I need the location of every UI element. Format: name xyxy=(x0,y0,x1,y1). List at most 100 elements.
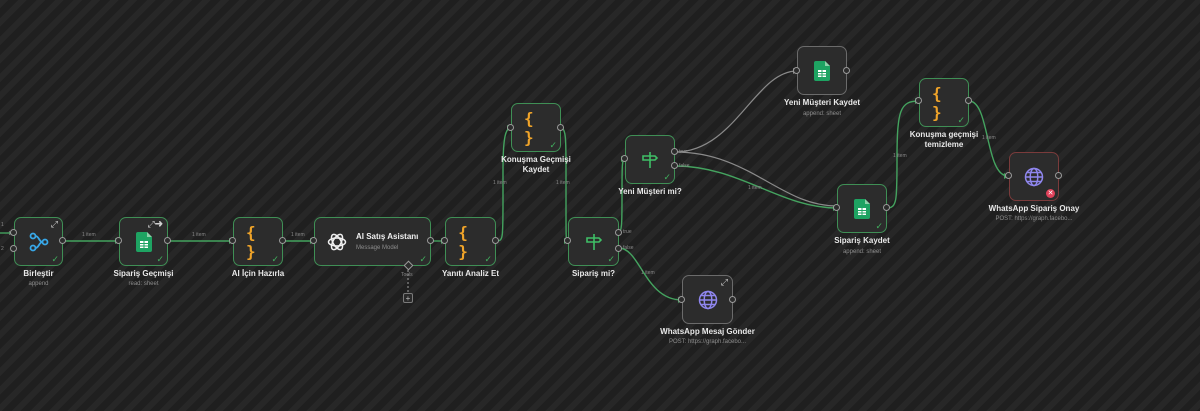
openai-icon xyxy=(327,233,347,251)
input-port[interactable] xyxy=(915,97,922,104)
node-siparis-mi[interactable]: ✓ xyxy=(568,217,619,266)
node-title: WhatsApp Mesaj Gönder xyxy=(660,327,755,336)
node-title: Birleştir xyxy=(23,269,54,278)
expand-icon[interactable]: ⤢ xyxy=(720,277,728,287)
edge-siparis-mi-whatsapp-mesaj-gonder xyxy=(618,247,683,301)
edge-label-item-count: 1 item xyxy=(192,232,206,238)
input-port[interactable] xyxy=(115,237,122,244)
success-check-icon: ✓ xyxy=(156,254,164,264)
globe-icon xyxy=(1024,167,1044,186)
branch-label-true: true xyxy=(679,149,688,155)
branch-label-false: false xyxy=(679,163,690,169)
if-signpost-icon xyxy=(585,233,602,250)
success-check-icon: ✓ xyxy=(607,254,615,264)
input-port[interactable] xyxy=(833,204,840,211)
node-ai-satis-asistani[interactable]: ✓ xyxy=(314,217,431,266)
input-port[interactable] xyxy=(229,237,236,244)
if-signpost-icon xyxy=(642,151,659,168)
node-subtitle: append: sheet xyxy=(802,111,842,117)
node-title: WhatsApp Sipariş Onay xyxy=(988,204,1080,213)
input-port[interactable] xyxy=(441,237,448,244)
input-port[interactable] xyxy=(678,296,685,303)
output-port[interactable] xyxy=(729,296,736,303)
node-subtitle: append: sheet xyxy=(842,249,882,255)
node-subtitle: POST: https://graph.facebo... xyxy=(668,339,747,345)
edge-label-item-count: 1 item xyxy=(893,153,907,159)
input-label-1: 1 xyxy=(1,222,4,228)
node-title-line: temizleme xyxy=(924,140,964,149)
node-birlestir[interactable]: ⤢ ✓ xyxy=(14,217,63,266)
node-yaniti-analiz-et[interactable]: { } ✓ xyxy=(445,217,496,266)
success-check-icon: ✓ xyxy=(875,221,883,231)
globe-icon xyxy=(698,290,717,309)
edge-label-item-count: 1 item xyxy=(493,180,507,186)
success-check-icon: ✓ xyxy=(484,254,492,264)
add-tool-button[interactable]: + xyxy=(403,293,413,303)
input-port[interactable] xyxy=(621,155,628,162)
node-title: Yeni Müşteri mi? xyxy=(618,187,682,196)
node-yeni-musteri-kaydet[interactable] xyxy=(797,46,847,95)
node-ai-icin-hazirla[interactable]: { } ✓ xyxy=(233,217,283,266)
node-yeni-musteri-mi[interactable]: ✓ xyxy=(625,135,675,184)
code-braces-icon: { } xyxy=(458,222,469,261)
node-whatsapp-mesaj-gonder[interactable]: ⤢ xyxy=(682,275,733,324)
success-check-icon: ✓ xyxy=(663,172,671,182)
success-check-icon: ✓ xyxy=(549,140,557,150)
output-port-false[interactable] xyxy=(615,245,622,252)
node-siparis-kaydet[interactable]: ✓ xyxy=(837,184,887,233)
output-port[interactable] xyxy=(427,237,434,244)
success-check-icon: ✓ xyxy=(51,254,59,264)
node-title-line: Kaydet xyxy=(522,165,550,174)
edge-yaniti-analiz-et-konusma-gecmisi-kaydet xyxy=(495,127,512,242)
node-whatsapp-siparis-onay[interactable]: ✕ xyxy=(1009,152,1059,201)
input-port[interactable] xyxy=(1005,172,1012,179)
google-sheets-icon xyxy=(135,231,152,252)
success-check-icon: ✓ xyxy=(271,254,279,264)
node-title: AI Satış Asistanı xyxy=(356,232,419,241)
node-konusma-gecmisi-kaydet[interactable]: { } ✓ xyxy=(511,103,561,152)
edge-label-item-count: 1 item xyxy=(556,180,570,186)
edge-siparis-kaydet-konusma-gecmisi-temizleme xyxy=(886,100,920,209)
edge-yeni-musteri-mi-siparis-kaydet xyxy=(674,165,838,209)
node-title: Konuşma Geçmişi Kaydet xyxy=(486,155,586,175)
node-subtitle: append xyxy=(28,281,49,287)
output-port[interactable] xyxy=(1055,172,1062,179)
output-port-true[interactable] xyxy=(671,148,678,155)
output-port[interactable] xyxy=(965,97,972,104)
output-port[interactable] xyxy=(492,237,499,244)
node-siparis-gecmisi[interactable]: ⤢➜ ✓ xyxy=(119,217,168,266)
input-port[interactable] xyxy=(310,237,317,244)
branch-label-false: false xyxy=(623,245,634,251)
input-port[interactable] xyxy=(793,67,800,74)
success-check-icon: ✓ xyxy=(419,254,427,264)
run-and-expand-icons[interactable]: ⤢➜ xyxy=(147,219,163,229)
edge-yeni-musteri-mi-siparis-kaydet-grey xyxy=(674,151,838,207)
input-port[interactable] xyxy=(507,124,514,131)
node-konusma-gecmisi-temizleme[interactable]: { } ✓ xyxy=(919,78,969,127)
edge-label-item-count: 1 item xyxy=(291,232,305,238)
input-port[interactable] xyxy=(564,237,571,244)
code-braces-icon: { } xyxy=(524,108,535,147)
edge-label-item-count: 1 item xyxy=(641,270,655,276)
output-port[interactable] xyxy=(279,237,286,244)
output-port[interactable] xyxy=(557,124,564,131)
input-port[interactable] xyxy=(10,229,17,236)
output-port-true[interactable] xyxy=(615,229,622,236)
input-port[interactable] xyxy=(10,245,17,252)
merge-icon xyxy=(29,232,48,251)
node-title: Yanıtı Analiz Et xyxy=(441,269,500,278)
output-port[interactable] xyxy=(164,237,171,244)
node-title: Sipariş mi? xyxy=(571,269,616,278)
google-sheets-icon xyxy=(814,60,830,81)
node-title: AI İçin Hazırla xyxy=(231,269,285,278)
output-port-false[interactable] xyxy=(671,162,678,169)
node-title: Sipariş Geçmişi xyxy=(113,269,174,278)
input-label-2: 2 xyxy=(1,246,4,252)
output-port[interactable] xyxy=(843,67,850,74)
output-port[interactable] xyxy=(883,204,890,211)
output-port[interactable] xyxy=(59,237,66,244)
expand-icon[interactable]: ⤢ xyxy=(50,219,58,229)
node-title-line: Konuşma Geçmişi xyxy=(501,155,571,164)
tools-label: Tools xyxy=(401,272,413,278)
